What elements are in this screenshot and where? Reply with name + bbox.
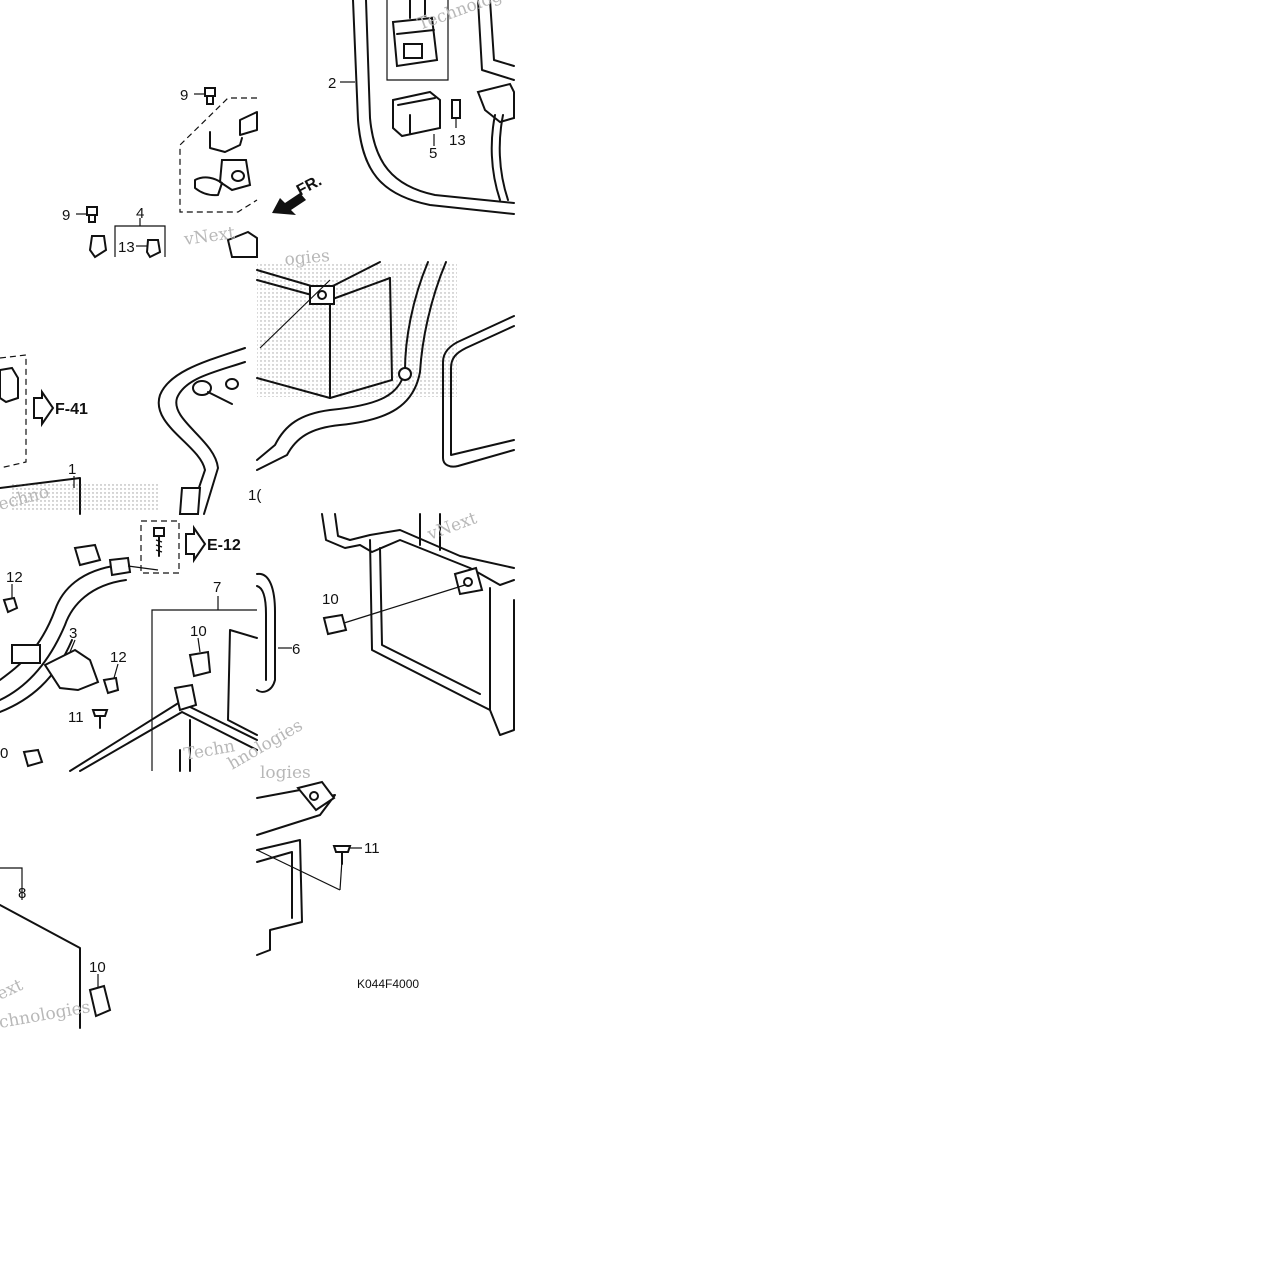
case-inner-line bbox=[365, 0, 515, 204]
case-wall-outer bbox=[256, 261, 429, 461]
side-panel-outer bbox=[442, 315, 515, 468]
small-bracket-part bbox=[88, 235, 108, 259]
relay-callout-bracket bbox=[386, 0, 449, 81]
callout-10-bottom: 10 bbox=[89, 959, 106, 976]
callout-12-right: 12 bbox=[110, 649, 127, 666]
battery-cable-outer bbox=[157, 347, 246, 515]
front-direction-arrow: FR. bbox=[272, 172, 325, 215]
bolt-part-12-right bbox=[102, 676, 120, 695]
starter-relay-part bbox=[391, 0, 439, 68]
fuse-part-13 bbox=[451, 99, 461, 119]
ref-label-e12: E-12 bbox=[207, 537, 241, 554]
watermark-8: chnologies bbox=[0, 997, 92, 1033]
bolt-part-9-top bbox=[204, 87, 216, 105]
callout-11-left: 11 bbox=[68, 709, 84, 726]
watermark-4: ogies bbox=[284, 246, 331, 270]
callout-5: 5 bbox=[429, 145, 437, 162]
clip-nut-part-10-right bbox=[322, 613, 348, 636]
dashed-box-bolt bbox=[140, 520, 180, 574]
dashed-detail-box bbox=[179, 97, 258, 213]
tile-bottom-left: 8 10 ext chnologies bbox=[0, 867, 112, 1033]
battery-terminal-holder bbox=[476, 82, 515, 124]
callout-13-left: 13 bbox=[118, 239, 135, 256]
cable-run-left bbox=[0, 564, 121, 681]
bolt-part-9-left bbox=[86, 206, 98, 223]
tile-top-right: 2 5 13 Technologies bbox=[328, 0, 528, 215]
tile-lower-left: E-12 12 12 3 7 10 bbox=[0, 520, 300, 772]
callout-4: 4 bbox=[136, 205, 144, 222]
dashed-box-left bbox=[0, 354, 27, 469]
case-fastener bbox=[398, 367, 412, 381]
terminal-cover-part-3 bbox=[43, 648, 100, 692]
callout-1: 1 bbox=[68, 461, 76, 478]
clip-nut-part-edge bbox=[22, 748, 44, 768]
cable-grommet bbox=[11, 644, 41, 664]
tile-lower-right: 10 vNext bbox=[321, 508, 515, 736]
tray-tab bbox=[173, 683, 198, 712]
bolt-detail bbox=[153, 527, 165, 557]
screw-part-11-left bbox=[91, 709, 109, 717]
callout-7: 7 bbox=[213, 579, 221, 596]
case-outer-line bbox=[352, 0, 515, 215]
diagram-code: K044F4000 bbox=[357, 977, 419, 991]
watermark-2: Technologies bbox=[415, 0, 528, 35]
ref-arrow-f41 bbox=[33, 388, 55, 428]
bolt-part-12-left bbox=[2, 596, 19, 614]
callout-9-left: 9 bbox=[62, 207, 70, 224]
watermark-7: ext bbox=[0, 975, 26, 1004]
callout-8: 8 bbox=[18, 885, 26, 902]
cable-connector-top bbox=[73, 543, 132, 577]
callout-13-right: 13 bbox=[449, 132, 466, 149]
clip-part-13 bbox=[145, 239, 162, 259]
terminal-cover-part bbox=[0, 366, 19, 404]
box-side-outer bbox=[369, 539, 491, 711]
callout-10-edge: 0 bbox=[0, 745, 8, 762]
tile-mid-left: F-41 1 1( echno bbox=[0, 347, 261, 515]
tile-mid-right: ogies bbox=[256, 246, 515, 471]
screw-part-11-right bbox=[332, 845, 352, 865]
relay-holder-part bbox=[194, 111, 258, 197]
cable-sleeve bbox=[178, 487, 202, 515]
callout-2: 2 bbox=[328, 75, 336, 92]
watermark-1: vNext bbox=[182, 223, 236, 250]
clip-nut-part-10 bbox=[188, 650, 212, 678]
callout-9-top: 9 bbox=[180, 87, 188, 104]
battery-shading bbox=[257, 262, 457, 397]
callout-3: 3 bbox=[69, 625, 77, 642]
box-top-rim bbox=[321, 513, 515, 586]
watermark-6: vNext bbox=[424, 508, 480, 545]
box-right-edge bbox=[489, 599, 515, 736]
battery-cable-inner bbox=[175, 361, 246, 515]
relay-cover-part-5 bbox=[392, 90, 441, 138]
callout-partial-left: 1( bbox=[248, 487, 261, 504]
clip-nut-part-10-bottom bbox=[88, 984, 112, 1018]
watermark-9: logies bbox=[260, 763, 311, 783]
callout-10-right: 10 bbox=[322, 591, 339, 608]
callout-10-left: 10 bbox=[190, 623, 207, 640]
vent-hose-part-6 bbox=[256, 572, 276, 693]
tray-panel-edge bbox=[0, 904, 81, 1029]
battery-terminal bbox=[309, 285, 335, 305]
tray-shading bbox=[10, 482, 160, 512]
ref-arrow-e12 bbox=[185, 524, 207, 564]
callout-12-left: 12 bbox=[6, 569, 23, 586]
tray-side-panel bbox=[256, 839, 303, 956]
tile-bottom-right: 11 K044F4000 logies bbox=[256, 763, 419, 991]
ref-label-f41: F-41 bbox=[55, 401, 88, 418]
callout-11-right: 11 bbox=[364, 840, 380, 857]
callout-8-bracket bbox=[0, 867, 23, 900]
callout-7-bracket bbox=[151, 609, 257, 771]
cable-terminal bbox=[192, 378, 239, 405]
tile-top-left: 9 FR. 9 4 13 vNext bbox=[62, 87, 325, 259]
callout-6: 6 bbox=[292, 641, 300, 658]
leader-11 bbox=[256, 849, 341, 891]
connector-part bbox=[226, 230, 258, 258]
box-edge bbox=[477, 0, 515, 81]
cable-run bbox=[490, 114, 501, 201]
